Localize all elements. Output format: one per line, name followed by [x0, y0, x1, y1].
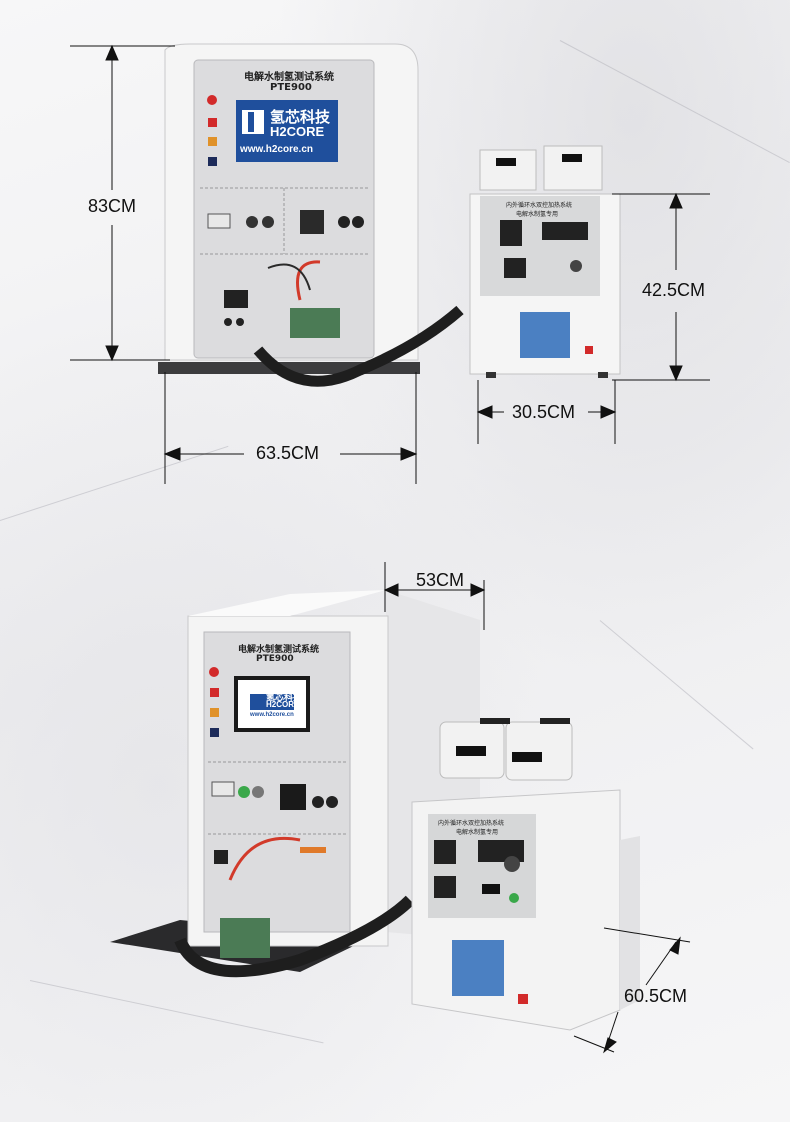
heater-title-bottom: 内外循环水双控加热系统: [438, 820, 505, 827]
main-unit-title-top: 电解水制氢测试系统: [244, 72, 334, 83]
main-unit-model-bottom: PTE900: [256, 654, 294, 664]
dimension-label-width-main: 63.5CM: [256, 443, 320, 463]
brand-name-en-bottom: H2CORE: [266, 700, 300, 709]
main-cabinet-top: [158, 43, 464, 387]
website-bottom: www.h2core.cn: [250, 712, 294, 718]
heater-unit-bottom: [411, 718, 640, 1031]
dimension-label-width-heater: 30.5CM: [512, 402, 576, 422]
heater-subtitle-bottom: 电解水制氢专用: [456, 829, 499, 836]
brand-name-en-top: H2CORE: [270, 124, 325, 139]
dimension-label-height-main: 83CM: [88, 196, 137, 216]
heater-subtitle-top: 电解水制氢专用: [516, 211, 559, 218]
brand-name-cn-top: 氢芯科技: [270, 108, 331, 126]
main-cabinet-bottom: [110, 590, 480, 978]
brand-name-cn-bottom: 氢芯科技: [266, 693, 303, 703]
dimension-label-depth-heater: 60.5CM: [624, 986, 688, 1006]
website-top: www.h2core.cn: [240, 144, 313, 155]
main-unit-model-top: PTE900: [270, 82, 312, 93]
heater-unit-top: [469, 145, 621, 378]
dimension-lines-bottom: [383, 562, 691, 1054]
main-unit-title-bottom: 电解水制氢测试系统: [238, 645, 320, 655]
heater-title-top: 内外循环水双控加热系统: [506, 202, 573, 209]
dimension-label-depth-main: 53CM: [416, 570, 465, 590]
dimension-lines-top: [70, 44, 710, 484]
dimension-label-height-heater: 42.5CM: [642, 280, 706, 300]
